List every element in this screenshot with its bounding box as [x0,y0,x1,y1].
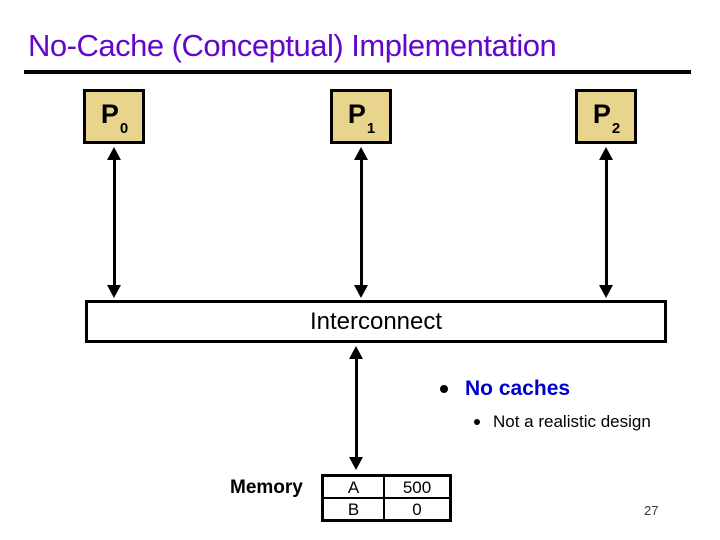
arrowhead-down-icon [354,285,368,298]
arrowhead-down-icon [107,285,121,298]
processor-p2-label: P2 [592,98,620,136]
processor-box-p2: P2 [575,89,637,144]
memory-table: A 500 B 0 [321,474,452,522]
arrow-shaft [604,156,608,289]
bullet-no-caches-text: No caches [465,377,571,400]
bullet-not-realistic: Not a realistic design [474,410,651,434]
bullet-dot-icon [474,419,480,425]
bullet-not-realistic-text: Not a realistic design [493,412,651,431]
memory-cell-value-a: 500 [383,474,452,499]
page-number: 27 [644,503,659,518]
processor-p1-letter: P [347,98,366,129]
bullet-dot-icon [440,385,448,393]
processor-p0-letter: P [100,98,119,129]
processor-p2-subscript: 2 [611,120,621,138]
double-arrow-p2-interconnect-icon [599,147,613,298]
memory-table-row-b: B 0 [321,497,452,522]
processor-p0-subscript: 0 [119,120,129,138]
memory-label: Memory [230,477,303,498]
processor-p0-label: P0 [100,98,128,136]
arrow-shaft [112,156,116,289]
interconnect-label: Interconnect [309,307,443,335]
arrowhead-up-icon [354,147,368,160]
memory-cell-key-b: B [321,497,385,522]
arrow-shaft [359,156,363,289]
processor-box-p0: P0 [83,89,145,144]
arrowhead-down-icon [599,285,613,298]
memory-cell-value-b: 0 [383,497,452,522]
arrowhead-up-icon [107,147,121,160]
slide-title: No-Cache (Conceptual) Implementation [28,28,557,63]
memory-cell-key-a: A [321,474,385,499]
arrowhead-down-icon [349,457,363,470]
double-arrow-p0-interconnect-icon [107,147,121,298]
processor-box-p1: P1 [330,89,392,144]
processor-p2-letter: P [592,98,611,129]
arrow-shaft [354,355,358,461]
bullet-no-caches: No caches [440,375,570,403]
processor-p1-subscript: 1 [366,120,376,138]
title-underline [24,70,691,74]
processor-p1-label: P1 [347,98,375,136]
memory-table-row-a: A 500 [321,474,452,499]
double-arrow-p1-interconnect-icon [354,147,368,298]
arrowhead-up-icon [349,346,363,359]
arrowhead-up-icon [599,147,613,160]
double-arrow-interconnect-memory-icon [349,346,363,470]
interconnect-box: Interconnect [85,300,667,343]
